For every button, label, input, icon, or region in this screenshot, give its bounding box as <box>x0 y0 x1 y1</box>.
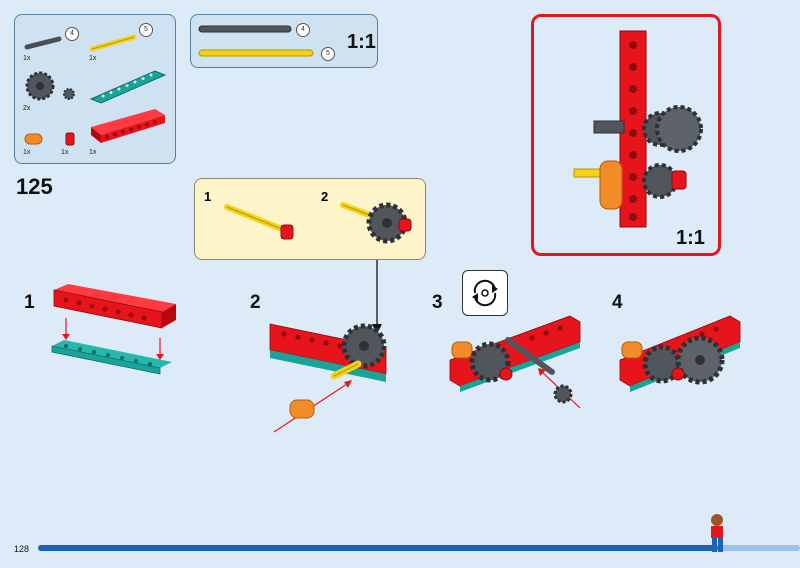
length-badge: 5 <box>321 47 335 61</box>
qty-label: 1x <box>23 55 31 62</box>
length-badge: 4 <box>65 27 79 41</box>
sub-step-1-number: 1 <box>204 189 212 204</box>
page-number: 128 <box>14 544 30 554</box>
gray-axle-scale <box>198 25 292 33</box>
step-2-assembly <box>269 323 387 433</box>
qty-label: 1x <box>23 149 31 156</box>
yellow-axle-scale <box>198 49 314 57</box>
bush-icon <box>63 88 75 100</box>
qty-label: 1x <box>61 149 69 156</box>
scale-label: 1:1 <box>347 31 376 53</box>
zoom-assembly <box>573 30 703 228</box>
progress-bar <box>38 545 800 551</box>
length-badge: 5 <box>139 23 153 37</box>
step-number: 1 <box>24 292 35 313</box>
rotate-view-icon <box>462 270 508 316</box>
sub-step-1-assembly <box>224 204 294 240</box>
step-number: 4 <box>612 292 623 313</box>
set-number: 125 <box>16 174 53 199</box>
length-badge: 4 <box>296 23 310 37</box>
qty-label: 2x <box>23 105 31 112</box>
scale-label: 1:1 <box>676 227 705 249</box>
qty-label: 1x <box>89 55 97 62</box>
gray-axle-icon <box>24 36 62 50</box>
sub-step-callout: 1 2 <box>194 178 426 260</box>
yellow-axle-icon <box>89 34 137 52</box>
step-4-assembly <box>619 315 741 392</box>
step-1-assembly <box>51 284 176 375</box>
red-beam-icon <box>91 109 165 143</box>
progress-bar-fill <box>38 545 718 551</box>
red-pin-icon <box>65 132 75 146</box>
sub-step-2-assembly <box>340 202 412 244</box>
minifigure-icon <box>711 514 723 552</box>
gear-icon <box>25 71 55 101</box>
teal-plate-icon <box>89 70 167 104</box>
step-number: 2 <box>250 292 261 313</box>
axle-scale-panel: 4 5 1:1 <box>190 14 378 68</box>
zoom-detail-box: 1:1 <box>531 14 721 256</box>
sub-step-2-number: 2 <box>321 189 329 204</box>
parts-list-panel: 4 1x 5 1x 2x 1x 1x 1x <box>14 14 176 164</box>
qty-label: 1x <box>89 149 97 156</box>
step-number: 3 <box>432 292 443 313</box>
step-3-assembly <box>449 315 581 409</box>
orange-connector-icon <box>24 133 43 145</box>
